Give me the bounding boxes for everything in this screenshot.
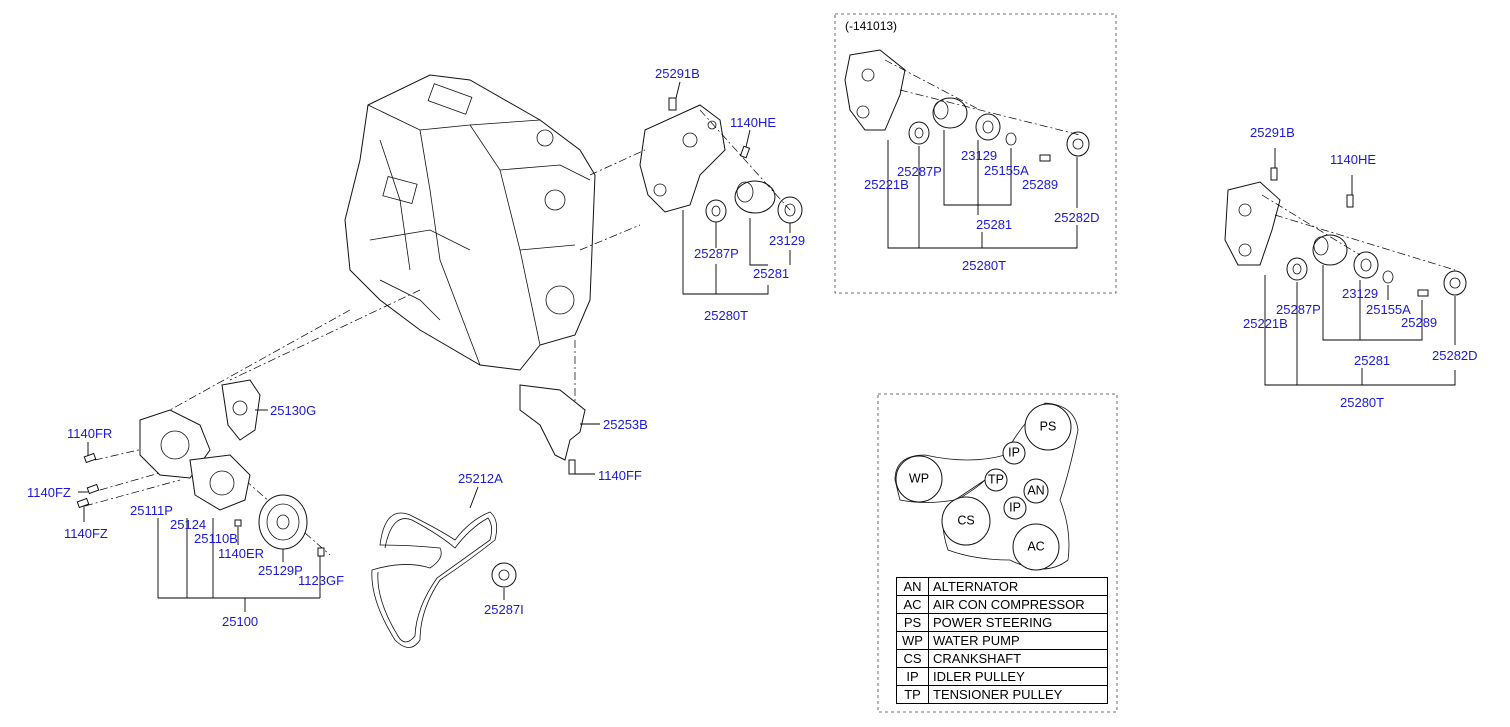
label-25291B-c[interactable]: 25291B xyxy=(1250,125,1295,140)
label-25280T-a[interactable]: 25280T xyxy=(704,308,748,323)
label-25281-a[interactable]: 25281 xyxy=(753,266,789,281)
legend-code: WP xyxy=(896,631,929,650)
legend-code: IP xyxy=(896,667,929,686)
bracket-assembly-right xyxy=(1224,148,1467,386)
label-1140FZ-b[interactable]: 1140FZ xyxy=(64,526,108,541)
pulley-ac xyxy=(1012,523,1060,571)
label-25155A-c[interactable]: 25155A xyxy=(1366,302,1411,317)
label-1140ER[interactable]: 1140ER xyxy=(218,546,264,561)
label-25289-b[interactable]: 25289 xyxy=(1022,177,1058,192)
belt-routing-box xyxy=(877,393,1118,713)
legend-name: ALTERNATOR xyxy=(928,577,1108,596)
variant-box-141013 xyxy=(834,13,1117,294)
legend-code: CS xyxy=(896,649,929,668)
pulley-label-tp: TP xyxy=(988,472,1004,486)
pulley-wp xyxy=(895,455,943,503)
water-pump-assembly xyxy=(76,379,325,557)
bracket-assembly-center xyxy=(639,97,803,224)
label-1140HE-a[interactable]: 1140HE xyxy=(730,115,776,130)
legend-name: AIR CON COMPRESSOR xyxy=(928,595,1108,614)
label-25129P[interactable]: 25129P xyxy=(258,563,303,578)
label-23129-c[interactable]: 23129 xyxy=(1342,286,1378,301)
label-1140FZ-a[interactable]: 1140FZ xyxy=(27,485,71,500)
pulley-cs xyxy=(941,496,991,546)
label-25280T-c[interactable]: 25280T xyxy=(1340,395,1384,410)
belt-routing-diagram: PS IP WP TP AN CS IP AC xyxy=(894,402,1079,571)
label-1123GF[interactable]: 1123GF xyxy=(298,573,344,588)
legend-name: POWER STEERING xyxy=(928,613,1108,632)
label-23129-b[interactable]: 23129 xyxy=(961,148,997,163)
label-25287I[interactable]: 25287I xyxy=(484,602,524,617)
legend-name: TENSIONER PULLEY xyxy=(928,685,1108,704)
legend-code: AN xyxy=(896,577,929,596)
label-25110B[interactable]: 25110B xyxy=(194,531,238,546)
label-25221B-b[interactable]: 25221B xyxy=(864,177,909,192)
legend-code: AC xyxy=(896,595,929,614)
pulley-label-ps: PS xyxy=(1040,419,1057,433)
variant-note: (-141013) xyxy=(845,19,897,33)
legend-name: WATER PUMP xyxy=(928,631,1108,650)
bracket-25253B xyxy=(519,384,600,475)
label-25280T-b[interactable]: 25280T xyxy=(962,258,1006,273)
label-23129-a[interactable]: 23129 xyxy=(769,233,805,248)
label-1140FF[interactable]: 1140FF xyxy=(598,468,642,483)
bracket-assembly-variant xyxy=(844,49,1090,249)
legend-code: PS xyxy=(896,613,929,632)
pulley-tp xyxy=(984,468,1008,492)
label-25282D-b[interactable]: 25282D xyxy=(1054,210,1100,225)
label-25287P-c[interactable]: 25287P xyxy=(1276,302,1321,317)
label-25291B-a[interactable]: 25291B xyxy=(655,66,700,81)
label-25100[interactable]: 25100 xyxy=(222,614,258,629)
label-25221B-c[interactable]: 25221B xyxy=(1243,316,1288,331)
pulley-ip-lower xyxy=(1003,496,1027,520)
label-25111P[interactable]: 25111P xyxy=(130,503,173,518)
label-25281-b[interactable]: 25281 xyxy=(976,217,1012,232)
label-25130G[interactable]: 25130G xyxy=(270,403,316,418)
label-1140FR[interactable]: 1140FR xyxy=(67,426,112,441)
legend-name: CRANKSHAFT xyxy=(928,649,1108,668)
leader-lines-center xyxy=(675,81,791,295)
pulley-ip-upper xyxy=(1002,441,1026,465)
pulley-an xyxy=(1023,478,1049,504)
engine-block xyxy=(344,74,596,371)
label-25253B[interactable]: 25253B xyxy=(603,417,648,432)
pulley-label-ac: AC xyxy=(1027,539,1044,553)
label-25212A[interactable]: 25212A xyxy=(458,471,503,486)
label-25287P-a[interactable]: 25287P xyxy=(694,246,739,261)
label-25124[interactable]: 25124 xyxy=(170,517,206,532)
pulley-label-ip-lower: IP xyxy=(1009,500,1021,514)
pulley-label-wp: WP xyxy=(909,471,929,485)
pulley-label-cs: CS xyxy=(957,513,974,527)
legend-code: TP xyxy=(896,685,929,704)
label-25289-c[interactable]: 25289 xyxy=(1401,315,1437,330)
pulley-label-ip-upper: IP xyxy=(1008,445,1020,459)
label-25287P-b[interactable]: 25287P xyxy=(897,164,942,179)
legend-name: IDLER PULLEY xyxy=(928,667,1108,686)
label-25282D-c[interactable]: 25282D xyxy=(1432,348,1478,363)
label-1140HE-c[interactable]: 1140HE xyxy=(1330,152,1376,167)
pulley-ps xyxy=(1024,403,1072,451)
pulley-label-an: AN xyxy=(1027,483,1044,497)
part-labels: 25291B 1140HE 23129 25287P 25281 25280T … xyxy=(27,19,1478,629)
belt-25212A xyxy=(371,486,517,648)
leader-lines-left xyxy=(78,409,321,612)
label-25281-c[interactable]: 25281 xyxy=(1354,353,1390,368)
label-25155A-b[interactable]: 25155A xyxy=(984,163,1029,178)
